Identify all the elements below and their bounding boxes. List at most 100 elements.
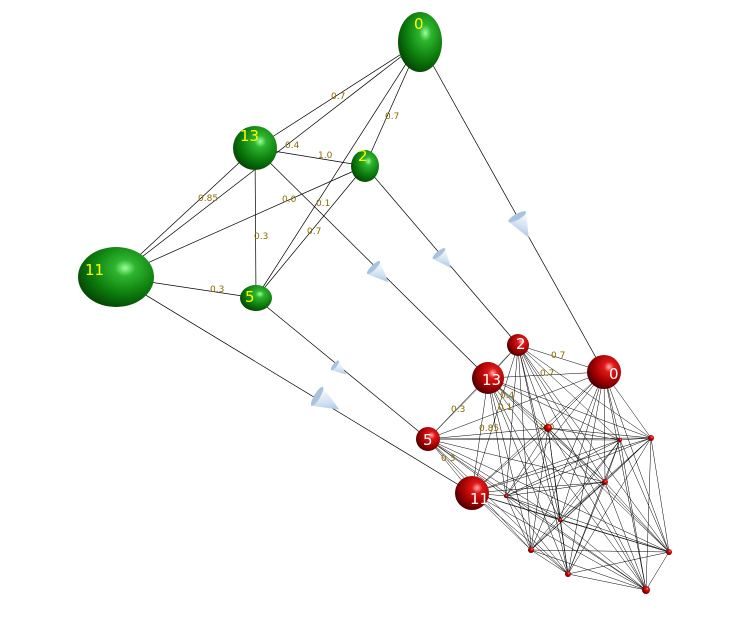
red-small-nodes xyxy=(504,424,672,594)
node-label: 13 xyxy=(482,371,501,389)
edge-label: 0.7 xyxy=(540,369,554,379)
red-edge xyxy=(427,438,569,575)
edge-label: 0.1 xyxy=(316,199,330,209)
red-edge xyxy=(530,427,549,551)
red-small-node xyxy=(642,586,650,594)
arrowhead-icon xyxy=(330,360,347,375)
green-node-2: 2 xyxy=(351,147,379,182)
red-edge xyxy=(530,549,670,553)
node-label: 5 xyxy=(423,431,433,449)
red-edge xyxy=(547,427,652,439)
red-edge xyxy=(645,437,652,591)
red-edge xyxy=(604,481,670,553)
green-node-13: 13 xyxy=(233,126,277,170)
red-edge xyxy=(530,481,606,551)
node-label: 13 xyxy=(240,127,259,145)
edge-label: 0.7 xyxy=(331,92,345,102)
red-edge xyxy=(471,377,489,494)
red-node-13: 13 xyxy=(472,362,504,394)
red-edge xyxy=(487,377,621,441)
red-edge xyxy=(559,519,647,591)
red-edge xyxy=(517,344,606,483)
red-edge xyxy=(517,344,647,591)
red-edge xyxy=(427,344,519,440)
red-edge xyxy=(487,377,652,439)
red-edge xyxy=(603,371,606,483)
red-small-node xyxy=(648,435,654,441)
red-edge xyxy=(567,573,647,591)
red-small-node xyxy=(558,518,562,522)
red-node-11: 11 xyxy=(455,476,489,510)
red-edge xyxy=(487,377,561,521)
red-edge xyxy=(517,344,549,429)
node-label: 0 xyxy=(609,365,619,383)
red-small-node xyxy=(544,424,552,432)
edge-label: 0.1 xyxy=(498,403,512,413)
red-graph-nodes: 2 0 13 5 11 xyxy=(416,334,621,510)
green-node-11: 11 xyxy=(78,247,154,307)
red-node-2: 2 xyxy=(507,334,529,356)
arrowhead-icon xyxy=(432,248,452,269)
red-edge xyxy=(505,437,652,497)
red-small-node xyxy=(602,479,608,485)
red-edge xyxy=(517,344,561,521)
red-node-5: 5 xyxy=(416,427,440,451)
red-small-node xyxy=(528,547,534,553)
red-edge xyxy=(559,481,606,521)
red-edge xyxy=(547,427,561,521)
red-edge xyxy=(427,438,606,483)
node-label: 2 xyxy=(358,147,368,165)
red-edge xyxy=(427,437,652,440)
red-edge xyxy=(567,437,652,575)
edge-label: 0.4 xyxy=(500,391,515,401)
red-edge xyxy=(530,549,647,591)
edge-label: 0.85 xyxy=(198,194,218,204)
arrowhead-icon xyxy=(310,386,340,410)
arrowhead-icon xyxy=(366,260,389,283)
red-edge xyxy=(487,377,647,591)
red-edge xyxy=(471,481,606,494)
mapping-lines xyxy=(115,41,605,494)
green-edge xyxy=(255,165,366,299)
mapping-line-13 xyxy=(254,147,489,379)
red-edge xyxy=(559,371,605,521)
red-edge xyxy=(517,344,621,441)
mapping-arrowheads xyxy=(310,211,529,410)
red-edge xyxy=(530,439,621,551)
node-label: 0 xyxy=(414,15,424,33)
edge-label: 0.4 xyxy=(285,141,300,151)
edge-label: 0.0 xyxy=(282,195,297,205)
node-label: 2 xyxy=(516,335,526,353)
red-edge xyxy=(487,371,605,379)
red-small-node xyxy=(565,571,571,577)
red-edge-labels: 0.7 0.7 0.3 0.1 0.85 0.0 0.3 0.4 xyxy=(441,351,565,464)
red-edge xyxy=(471,437,652,494)
red-edge xyxy=(427,427,549,440)
red-edge xyxy=(487,377,532,551)
node-label: 11 xyxy=(470,490,489,508)
red-edge xyxy=(619,439,647,591)
red-edge xyxy=(517,344,670,553)
red-edge xyxy=(505,495,670,553)
edge-label: 0.3 xyxy=(254,232,268,242)
edge-label: 0.85 xyxy=(479,424,499,434)
red-edge xyxy=(427,371,605,440)
green-graph-nodes: 0 13 2 11 5 xyxy=(78,12,442,311)
red-small-node xyxy=(504,494,508,498)
edge-label: 0.7 xyxy=(551,351,565,361)
green-node-0: 0 xyxy=(398,12,442,72)
red-edge xyxy=(559,437,652,521)
red-edge xyxy=(559,519,569,575)
mapping-line-11 xyxy=(115,276,473,494)
red-small-node xyxy=(618,438,622,442)
red-edge xyxy=(505,495,569,575)
edge-label: 1.0 xyxy=(318,151,333,161)
red-edge xyxy=(487,377,507,497)
edge-label: 0.7 xyxy=(385,112,399,122)
red-node-0: 0 xyxy=(587,355,621,389)
red-edge xyxy=(547,427,647,591)
red-edge xyxy=(604,481,647,591)
red-edge xyxy=(471,439,621,494)
red-edge xyxy=(471,492,647,591)
edge-label: 0.7 xyxy=(307,227,321,237)
